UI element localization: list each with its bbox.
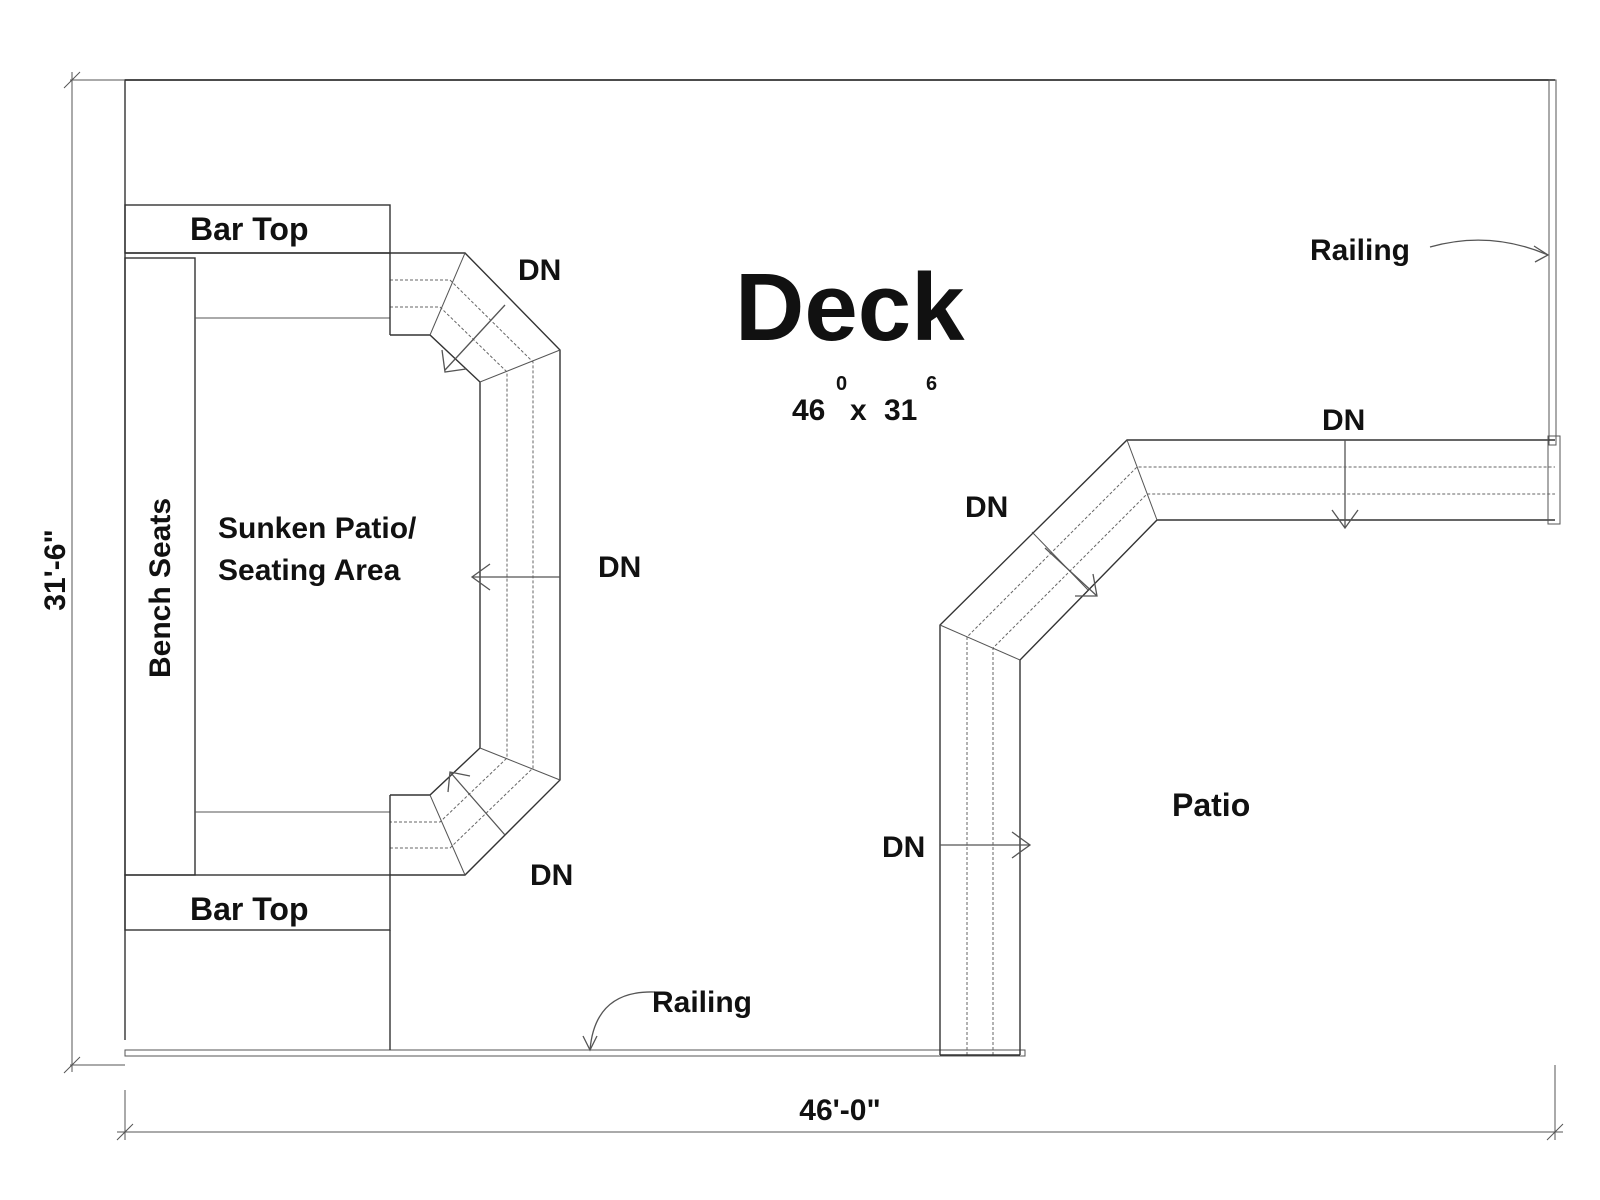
dn-label-patio-top: DN bbox=[1322, 404, 1365, 437]
bar-top-lower-label: Bar Top bbox=[190, 891, 309, 927]
bar-top-upper bbox=[124, 204, 391, 254]
vertical-dimension-label: 31'-6" bbox=[39, 529, 72, 610]
svg-text:46: 46 bbox=[792, 394, 825, 427]
dn-label-sunken-bottom: DN bbox=[530, 859, 573, 892]
dn-label-patio-diag: DN bbox=[965, 491, 1008, 524]
bottom-railing bbox=[124, 1049, 1026, 1057]
bar-top-lower bbox=[124, 874, 391, 1050]
svg-text:31: 31 bbox=[884, 394, 917, 427]
bench-seats-label: Bench Seats bbox=[144, 498, 177, 678]
svg-text:x: x bbox=[850, 394, 867, 427]
sunken-patio-steps bbox=[389, 252, 561, 876]
right-railing bbox=[1548, 79, 1557, 446]
patio-label: Patio bbox=[1172, 787, 1250, 823]
bench-seats bbox=[124, 257, 390, 876]
svg-text:6: 6 bbox=[926, 373, 937, 395]
dimension-lines bbox=[63, 71, 1564, 1141]
bar-top-upper-label: Bar Top bbox=[190, 211, 309, 247]
sunken-patio-label-2: Seating Area bbox=[218, 554, 401, 587]
sunken-patio-label-1: Sunken Patio/ bbox=[218, 512, 417, 545]
dn-label-patio-left: DN bbox=[882, 831, 925, 864]
dn-label-sunken-mid: DN bbox=[598, 551, 641, 584]
railing-leaders bbox=[582, 239, 1550, 1052]
deck-title: Deck bbox=[735, 254, 965, 361]
patio-steps bbox=[939, 435, 1561, 1056]
patio-down-arrows bbox=[940, 440, 1359, 859]
railing-right-label: Railing bbox=[1310, 234, 1410, 267]
deck-size: 46 0 x 31 6 bbox=[792, 373, 937, 427]
dn-label-sunken-top: DN bbox=[518, 254, 561, 287]
svg-text:0: 0 bbox=[836, 373, 847, 395]
railing-bottom-label: Railing bbox=[652, 986, 752, 1019]
sunken-down-arrows bbox=[441, 304, 560, 836]
horizontal-dimension-label: 46'-0" bbox=[799, 1094, 880, 1127]
